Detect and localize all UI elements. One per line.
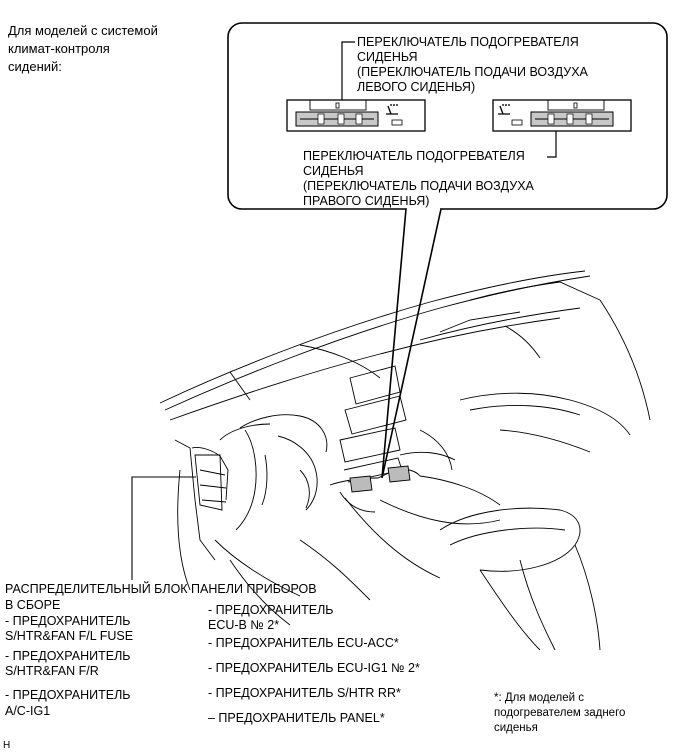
left-switch-label-3: (ПЕРЕКЛЮЧАТЕЛЬ ПОДАЧИ ВОЗДУХА (357, 65, 588, 79)
junction-block-title-1: РАСПРЕДЕЛИТЕЛЬНЫЙ БЛОК ПАНЕЛИ ПРИБОРОВ (5, 582, 317, 596)
fuse-item-left-3b: A/C-IG1 (5, 704, 51, 718)
fuse-item-left-1b: S/HTR&FAN F/L FUSE (5, 629, 134, 643)
left-switch-label-4: ЛЕВОГО СИДЕНЬЯ) (357, 80, 476, 94)
footnote-line-1: *: Для моделей с (494, 692, 585, 704)
left-switch-leader (341, 41, 355, 104)
left-switch-label-1: ПЕРЕКЛЮЧАТЕЛЬ ПОДОГРЕВАТЕЛЯ (357, 35, 579, 49)
right-switch-leader (547, 127, 557, 158)
right-switch-label-2: СИДЕНЬЯ (303, 164, 364, 178)
left-seat-heater-switch (286, 99, 426, 132)
fuse-item-right-1b: ECU-B № 2* (208, 618, 280, 632)
right-seat-heater-switch (492, 99, 632, 132)
fuse-item-right-3: - ПРЕДОХРАНИТЕЛЬ ECU-IG1 № 2* (208, 661, 420, 675)
right-switch-label-3: (ПЕРЕКЛЮЧАТЕЛЬ ПОДАЧИ ВОЗДУХА (303, 179, 534, 193)
right-switch-label-1: ПЕРЕКЛЮЧАТЕЛЬ ПОДОГРЕВАТЕЛЯ (303, 149, 525, 163)
fuse-item-left-2a: - ПРЕДОХРАНИТЕЛЬ (5, 649, 131, 663)
right-switch-label-4: ПРАВОГО СИДЕНЬЯ) (303, 194, 430, 208)
header-line-2: климат-контроля (8, 41, 110, 56)
fuse-item-left-3a: - ПРЕДОХРАНИТЕЛЬ (5, 688, 131, 702)
footnote-line-3: сиденья (494, 722, 538, 734)
callout-box (227, 22, 668, 210)
corner-mark: H (3, 740, 11, 751)
callout-pointer (381, 208, 442, 479)
fuse-item-right-1a: - ПРЕДОХРАНИТЕЛЬ (208, 603, 334, 617)
dashboard-lineart (159, 270, 651, 651)
header-line-3: сидений: (8, 59, 62, 74)
header-line-1: Для моделей с системой (8, 23, 158, 38)
fuse-item-right-5: – ПРЕДОХРАНИТЕЛЬ PANEL* (208, 711, 385, 725)
fuse-item-left-1a: - ПРЕДОХРАНИТЕЛЬ (5, 614, 131, 628)
footnote-line-2: подогревателем заднего (494, 707, 626, 719)
fuse-item-right-2: - ПРЕДОХРАНИТЕЛЬ ECU-ACC* (208, 636, 399, 650)
junction-block-title-2: В СБОРЕ (5, 598, 61, 612)
fuse-item-left-2b: S/HTR&FAN F/R (5, 664, 99, 678)
fuse-item-right-4: - ПРЕДОХРАНИТЕЛЬ S/HTR RR* (208, 686, 401, 700)
left-switch-label-2: СИДЕНЬЯ (357, 50, 418, 64)
junction-block-leader (131, 476, 196, 580)
